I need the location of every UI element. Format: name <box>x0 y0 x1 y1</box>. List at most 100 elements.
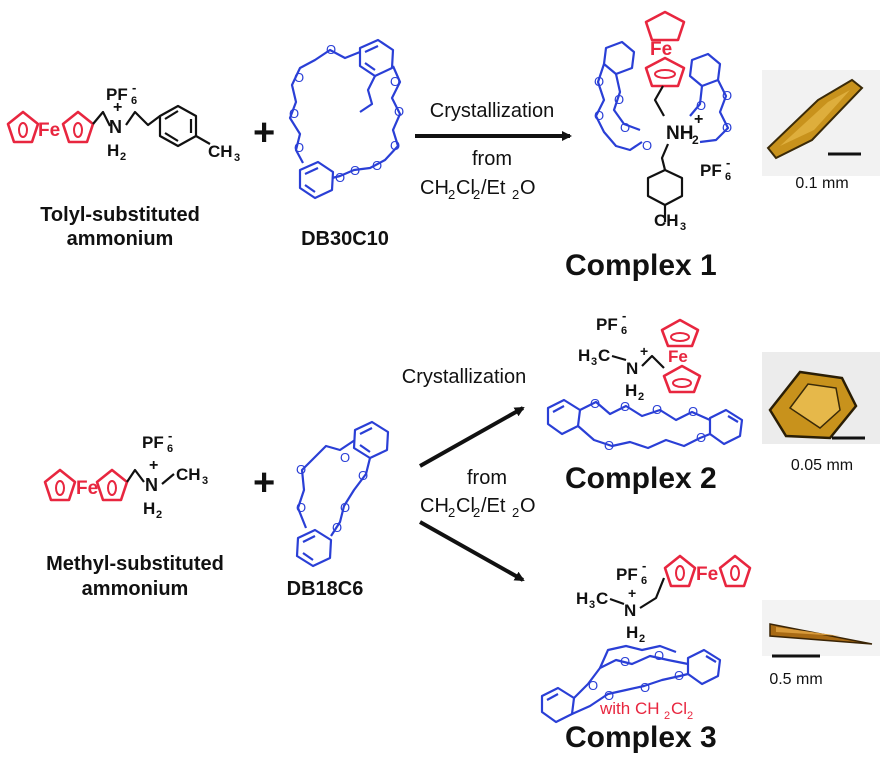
svg-text:O: O <box>332 520 342 535</box>
arrow2-top-text: Crystallization <box>402 366 526 388</box>
svg-text:3: 3 <box>589 599 595 611</box>
solvent-text-2: CH 2 Cl 2 /Et 2 O <box>420 495 536 520</box>
svg-text:PF: PF <box>142 433 164 452</box>
svg-text:+: + <box>628 585 636 601</box>
svg-text:-: - <box>726 155 730 170</box>
svg-text:CH: CH <box>208 142 233 161</box>
svg-text:+: + <box>149 457 158 474</box>
svg-text:+: + <box>113 99 122 116</box>
svg-text:O: O <box>594 108 604 123</box>
svg-text:O: O <box>296 500 306 515</box>
svg-text:2: 2 <box>448 187 455 202</box>
svg-text:N: N <box>109 117 122 137</box>
svg-text:O: O <box>326 42 336 57</box>
svg-text:O: O <box>335 170 345 185</box>
plus-sign-1: + <box>253 112 275 154</box>
complex1-label: Complex 1 <box>565 249 717 282</box>
svg-text:H: H <box>107 141 119 160</box>
svg-text:2: 2 <box>473 505 480 520</box>
svg-text:6: 6 <box>621 325 627 337</box>
svg-text:2: 2 <box>687 710 693 722</box>
tolyl-ammonium-structure: Fe N + H 2 PF 6 - CH 3 <box>6 80 240 164</box>
svg-text:O: O <box>722 88 732 103</box>
svg-text:N: N <box>145 475 158 495</box>
svg-text:2: 2 <box>692 133 699 147</box>
svg-text:2: 2 <box>512 505 519 520</box>
svg-text:PF: PF <box>596 315 618 334</box>
complex2-structure: PF 6 - H 3 C N + H 2 Fe O O O O O O <box>546 308 744 453</box>
svg-text:O: O <box>594 74 604 89</box>
solvent-text-1: CH 2 Cl 2 /Et 2 O <box>420 177 536 202</box>
svg-text:3: 3 <box>202 475 208 487</box>
complex1-structure: Fe NH 2 + CH 3 PF 6 - O O O O O O O O <box>594 10 732 233</box>
svg-text:O: O <box>296 462 306 477</box>
svg-text:CH: CH <box>654 211 679 230</box>
svg-text:3: 3 <box>234 152 240 164</box>
svg-text:O: O <box>590 396 600 411</box>
arrow1-from-text: from <box>472 148 512 170</box>
svg-text:-: - <box>642 558 646 573</box>
svg-text:2: 2 <box>120 151 126 163</box>
svg-text:C: C <box>598 346 610 365</box>
svg-text:PF: PF <box>616 565 638 584</box>
svg-text:2: 2 <box>638 391 644 403</box>
svg-text:PF: PF <box>700 161 722 180</box>
plus-sign-2: + <box>253 462 275 504</box>
svg-text:O: O <box>640 680 650 695</box>
complex3-label: Complex 3 <box>565 721 717 754</box>
svg-text:O: O <box>642 138 652 153</box>
svg-text:H: H <box>626 623 638 642</box>
svg-text:N: N <box>624 601 636 620</box>
scale-label-1: 0.1 mm <box>795 175 848 192</box>
svg-text:/Et: /Et <box>481 177 506 199</box>
svg-text:O: O <box>358 468 368 483</box>
with-solvent-note: with CH 2 Cl 2 <box>599 699 693 722</box>
svg-text:+: + <box>640 343 648 359</box>
svg-text:O: O <box>604 438 614 453</box>
scale-label-3: 0.5 mm <box>769 671 822 688</box>
reactant-label-2: Methyl-substituted <box>46 553 224 575</box>
svg-text:PF: PF <box>106 85 128 104</box>
svg-text:O: O <box>614 92 624 107</box>
crystal-photo-2 <box>762 352 880 444</box>
reaction-arrow-2 <box>419 406 525 468</box>
svg-text:O: O <box>289 106 299 121</box>
svg-text:O: O <box>588 678 598 693</box>
svg-text:CH: CH <box>176 465 201 484</box>
svg-text:with CH: with CH <box>599 699 660 718</box>
svg-text:O: O <box>340 450 350 465</box>
svg-text:H: H <box>578 346 590 365</box>
svg-text:O: O <box>620 120 630 135</box>
reactant-label-1: Tolyl-substituted <box>40 204 200 226</box>
svg-text:O: O <box>520 495 536 517</box>
svg-text:H: H <box>625 381 637 400</box>
svg-text:3: 3 <box>680 221 686 233</box>
svg-text:O: O <box>722 120 732 135</box>
svg-text:Fe: Fe <box>668 347 688 366</box>
svg-text:O: O <box>340 500 350 515</box>
svg-text:+: + <box>694 111 703 128</box>
svg-text:6: 6 <box>131 95 137 107</box>
arrow2-from-text: from <box>467 467 507 489</box>
svg-text:Cl: Cl <box>456 495 475 517</box>
reaction-arrow-3 <box>419 520 525 582</box>
svg-text:O: O <box>390 74 400 89</box>
complex3-structure: PF 6 - H 3 C N + H 2 Fe O O O O O O <box>540 554 752 724</box>
reactant-label-1b: ammonium <box>67 228 174 250</box>
svg-text:3: 3 <box>591 356 597 368</box>
svg-text:2: 2 <box>664 710 670 722</box>
svg-text:O: O <box>654 648 664 663</box>
crystal-photo-1 <box>762 70 880 176</box>
svg-text:NH: NH <box>666 123 693 144</box>
cp-ring-left <box>6 110 40 144</box>
svg-text:Fe: Fe <box>76 478 98 499</box>
svg-text:6: 6 <box>641 575 647 587</box>
methyl-ammonium-structure: Fe N + H 2 PF 6 - CH 3 <box>43 428 208 521</box>
svg-text:O: O <box>604 688 614 703</box>
svg-text:O: O <box>390 138 400 153</box>
svg-text:6: 6 <box>725 171 731 183</box>
arrow1-top-text: Crystallization <box>430 100 554 122</box>
svg-text:C: C <box>596 589 608 608</box>
svg-text:H: H <box>143 499 155 518</box>
svg-text:2: 2 <box>473 187 480 202</box>
